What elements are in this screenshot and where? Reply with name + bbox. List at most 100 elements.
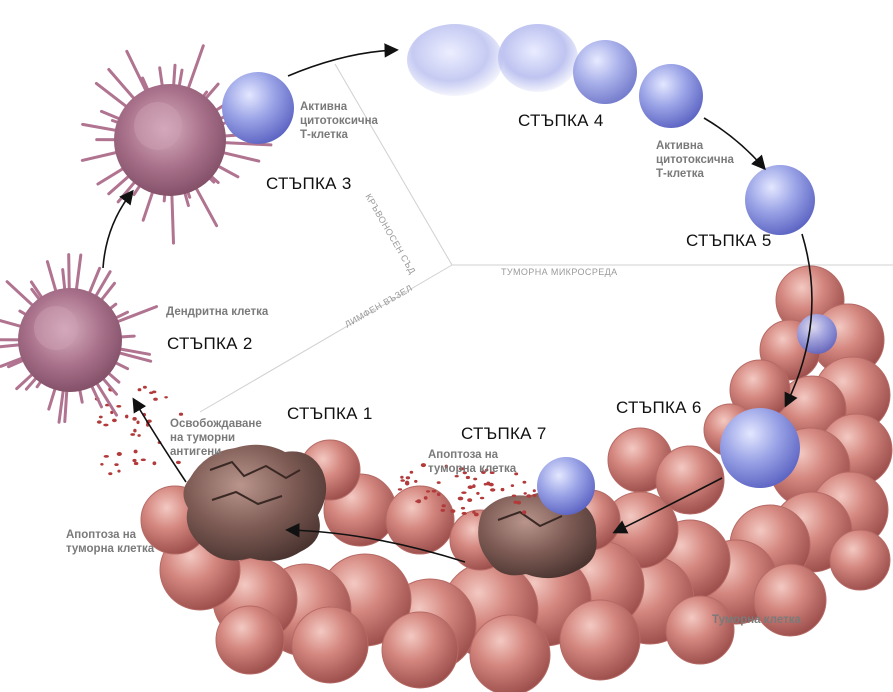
antigen-particle — [458, 467, 465, 471]
antigen-particle — [132, 417, 137, 421]
antigen-particle — [175, 460, 181, 465]
dendritic-cell-step2 — [0, 253, 158, 424]
antigen-particle — [416, 499, 422, 504]
apoptosis-center-label: Апоптоза на туморна клетка — [428, 449, 517, 475]
antigen-particle — [130, 433, 136, 436]
antigen-particle — [511, 494, 517, 497]
antigen-particle — [476, 491, 480, 495]
antigen-particle — [473, 512, 479, 517]
step-5-label: СТЪПКА 5 — [686, 231, 772, 250]
tumor-cell — [385, 485, 455, 555]
antigen-particle — [405, 476, 411, 480]
antigen-particle — [472, 510, 476, 514]
antigen-particle — [461, 491, 467, 495]
arrow-step2-to-step3 — [102, 189, 134, 269]
antigen-particle — [132, 458, 137, 463]
antigen-particle — [436, 492, 441, 497]
antigen-particle — [485, 468, 489, 472]
antigen-particle — [426, 490, 430, 493]
antigen-particle — [140, 458, 146, 462]
antigen-particle — [436, 481, 441, 484]
antigen-particle — [489, 471, 495, 475]
cycle-arrows — [102, 43, 813, 563]
tumor-cell — [655, 445, 725, 515]
antigen-particle — [461, 511, 467, 515]
antigen-particle — [133, 449, 138, 454]
antigen-particle — [103, 423, 109, 427]
arrow-step7-to-step1 — [285, 523, 466, 563]
antigen-particle — [500, 487, 505, 492]
antigen-particle — [522, 480, 527, 484]
antigen-particle — [414, 479, 418, 483]
dead-tumor-cell-left — [183, 444, 327, 561]
antigen-particle — [465, 475, 470, 480]
antigen-particle — [423, 496, 428, 500]
antigen-particle — [444, 464, 448, 469]
antigen-particle — [133, 428, 137, 433]
antigen-particle — [479, 496, 485, 500]
antigen-particle — [116, 405, 122, 408]
t-cell-step7 — [537, 457, 595, 515]
antigen-release-label: Освобождаване на туморни антигени — [170, 418, 262, 458]
tumor-cell — [665, 595, 735, 665]
antigen-particle — [103, 455, 110, 458]
apoptosis-left-label: Апоптоза на туморна клетка — [66, 529, 155, 555]
antigen-particle — [100, 463, 104, 466]
antigen-particle — [523, 492, 527, 495]
antigen-particle — [431, 489, 437, 493]
region-tumor-microenvironment-label: ТУМОРНА МИКРОСРЕДА — [501, 267, 618, 277]
antigen-particle — [117, 469, 121, 473]
arrow-step6-to-step7 — [612, 477, 723, 534]
dendritic-cell-step3 — [80, 44, 273, 245]
antigen-particle — [481, 470, 486, 475]
antigen-particle — [152, 461, 157, 466]
t-cell-step3 — [222, 72, 294, 144]
antigen-particle — [98, 415, 103, 419]
antigen-particle — [409, 470, 414, 474]
antigen-particle — [400, 475, 404, 479]
arrow-step5-to-step6 — [784, 233, 813, 408]
antigen-particle — [450, 509, 456, 513]
antigen-particle — [532, 494, 537, 497]
active-t-cell-label-2: Активна цитотоксична Т-клетка — [656, 140, 734, 180]
antigen-particle — [397, 488, 403, 491]
antigen-particle — [522, 510, 527, 515]
antigen-particle — [125, 414, 129, 419]
divider-blood-vessel — [334, 63, 453, 266]
arrow-step3-to-step4 — [287, 43, 399, 77]
antigen-particle — [400, 479, 406, 482]
antigen-particle — [457, 496, 464, 501]
antigen-particle — [486, 481, 491, 486]
antigen-particle — [532, 489, 536, 493]
tumor-cell — [753, 563, 827, 637]
antigen-particle — [136, 420, 140, 425]
antigen-particle — [441, 504, 446, 508]
t-cell-inside-tumor — [797, 314, 837, 354]
step-6-label: СТЪПКА 6 — [616, 398, 702, 417]
antigen-particle — [108, 472, 113, 476]
antigen-particle — [454, 475, 459, 478]
region-dividers — [199, 63, 893, 413]
tumor-cell — [291, 606, 369, 684]
tumor-cell — [381, 611, 459, 689]
antigen-particle — [142, 385, 147, 389]
antigen-particle — [178, 412, 184, 416]
antigen-particle — [472, 484, 476, 488]
antigen-particle — [96, 420, 102, 424]
antigen-particle — [462, 471, 467, 475]
tumor-cell-mass — [140, 265, 893, 692]
step-7-label: СТЪПКА 7 — [461, 424, 547, 443]
step-1-label: СТЪПКА 1 — [287, 404, 373, 423]
tumor-cell-label: Туморна клетка — [712, 614, 801, 626]
antigen-particle — [133, 461, 139, 466]
antigen-particle — [420, 463, 426, 468]
active-t-cell-label-1: Активна цитотоксична Т-клетка — [300, 101, 378, 141]
antigen-particle — [137, 434, 141, 437]
tumor-cell — [469, 614, 551, 692]
antigen-particle — [483, 482, 488, 486]
t-cell-step5 — [745, 165, 815, 235]
antigen-particle — [116, 452, 122, 456]
t-cell-migration-trail — [407, 24, 703, 128]
